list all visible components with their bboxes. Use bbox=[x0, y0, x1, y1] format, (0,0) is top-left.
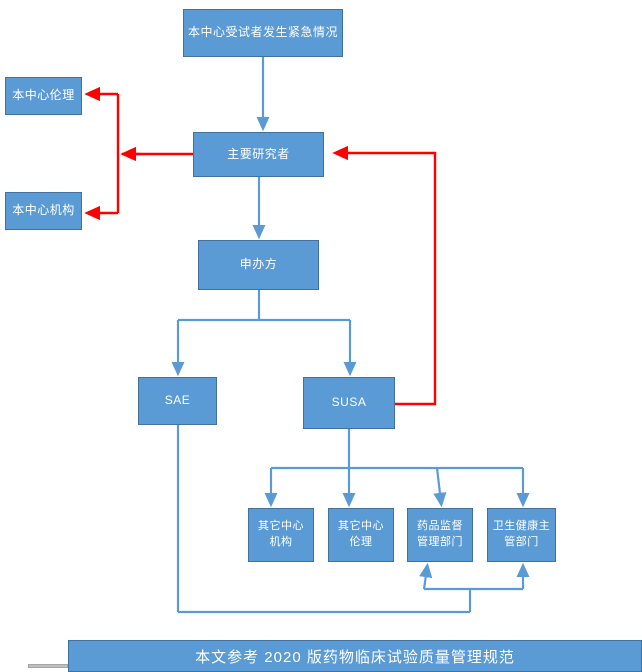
node-drug-administration-department[interactable]: 药品监督管理部门 bbox=[407, 508, 473, 562]
node-other-center-organization[interactable]: 其它中心机构 bbox=[248, 508, 314, 562]
node-sponsor-label: 申办方 bbox=[239, 257, 278, 272]
node-susa[interactable]: SUSA bbox=[303, 377, 395, 429]
node-other-center-ethics-label: 其它中心伦理 bbox=[338, 520, 384, 548]
node-sae[interactable]: SAE bbox=[138, 377, 217, 425]
node-health-authority-department[interactable]: 卫生健康主管部门 bbox=[487, 508, 556, 562]
node-health-authority-department-label: 卫生健康主管部门 bbox=[492, 520, 551, 548]
node-center-organization-label: 本中心机构 bbox=[12, 203, 75, 218]
node-center-organization[interactable]: 本中心机构 bbox=[5, 192, 82, 230]
reference-banner-label: 本文参考 2020 版药物临床试验质量管理规范 bbox=[195, 648, 515, 666]
node-center-ethics-label: 本中心伦理 bbox=[12, 88, 75, 103]
node-sae-label: SAE bbox=[164, 393, 191, 408]
node-susa-label: SUSA bbox=[331, 395, 367, 410]
node-other-center-organization-label: 其它中心机构 bbox=[258, 520, 304, 548]
node-principal-investigator-label: 主要研究者 bbox=[227, 146, 290, 161]
node-center-ethics[interactable]: 本中心伦理 bbox=[5, 77, 82, 115]
edge-sae-to-b3 bbox=[419, 562, 433, 590]
node-sponsor[interactable]: 申办方 bbox=[198, 240, 319, 290]
node-start-label: 本中心受试者发生紧急情况 bbox=[188, 25, 339, 40]
reference-banner: 本文参考 2020 版药物临床试验质量管理规范 bbox=[68, 640, 642, 672]
node-principal-investigator[interactable]: 主要研究者 bbox=[193, 132, 324, 177]
node-start[interactable]: 本中心受试者发生紧急情况 bbox=[183, 9, 343, 57]
node-drug-administration-department-label: 药品监督管理部门 bbox=[417, 520, 463, 548]
edge-susa-to-pi-feedback bbox=[332, 145, 437, 406]
resize-handle[interactable] bbox=[28, 664, 68, 668]
node-other-center-ethics[interactable]: 其它中心伦理 bbox=[328, 508, 394, 562]
edge-bus-to-b3 bbox=[433, 467, 447, 508]
